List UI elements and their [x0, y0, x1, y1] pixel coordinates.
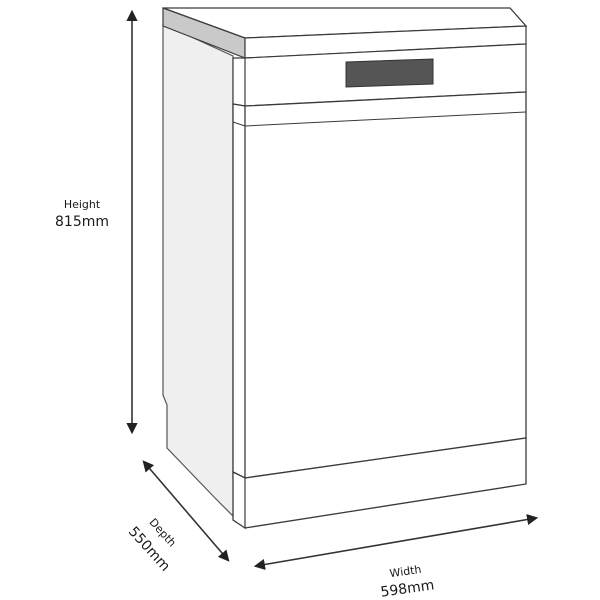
display-panel [345, 58, 434, 88]
dishwasher-kickplate [232, 437, 527, 529]
dishwasher-door [232, 91, 527, 479]
dishwasher-top [162, 7, 528, 59]
width-arrow [253, 513, 539, 571]
height-label: Height [64, 198, 101, 211]
width-value: 598mm [380, 577, 436, 600]
depth-arrow [142, 460, 230, 562]
height-value: 815mm [55, 214, 109, 230]
width-label: Width [389, 563, 422, 580]
